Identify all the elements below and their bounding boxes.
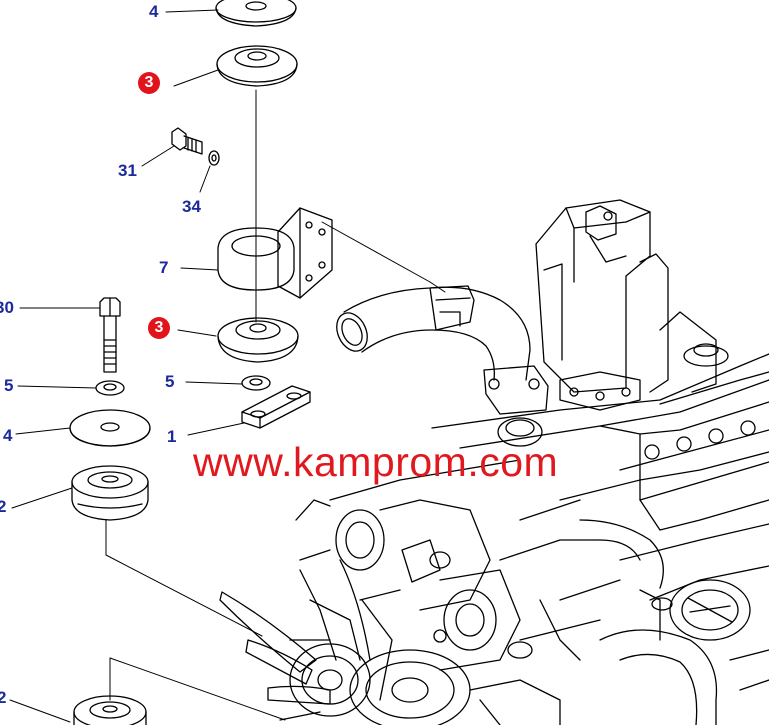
intake-pipe xyxy=(336,285,549,415)
label-part-31: 31 xyxy=(118,161,137,180)
label-part-5-right: 5 xyxy=(165,372,175,391)
cushion-part-2-lower xyxy=(73,695,147,725)
cushion-part-2-upper xyxy=(71,465,149,521)
cooling-fan xyxy=(219,559,393,721)
engine-block xyxy=(431,353,769,725)
plate-part-1 xyxy=(241,385,311,429)
bracket-part-7 xyxy=(217,207,333,299)
washer-part-5-left xyxy=(95,380,125,396)
watermark-text: www.kamprom.com xyxy=(193,439,559,485)
bolt-part-31 xyxy=(171,127,203,155)
label-part-1: 1 xyxy=(167,427,177,446)
cushion-part-3-top xyxy=(216,45,298,87)
washer-part-34 xyxy=(208,150,220,166)
washer-part-4-top xyxy=(215,0,297,27)
label-part-2-lower: 2 xyxy=(0,688,7,707)
label-part-7: 7 xyxy=(159,258,169,277)
washer-part-4-left xyxy=(69,409,151,447)
label-part-30: 30 xyxy=(0,298,14,317)
label-part-3-mid-badge: 3 xyxy=(148,317,170,339)
bolt-part-30 xyxy=(99,297,121,373)
label-part-4-left: 4 xyxy=(3,426,13,445)
engine-front-pulleys xyxy=(295,459,601,725)
label-part-2-upper: 2 xyxy=(0,497,7,516)
cushion-part-3-mid xyxy=(217,317,299,363)
leader-lines xyxy=(9,9,446,723)
engine-upper-assembly xyxy=(535,199,729,411)
label-part-34: 34 xyxy=(182,197,201,216)
label-part-4-top: 4 xyxy=(149,2,159,21)
washer-part-5-right xyxy=(241,375,271,391)
label-part-5-left: 5 xyxy=(4,376,14,395)
label-part-3-top-badge: 3 xyxy=(138,72,160,94)
